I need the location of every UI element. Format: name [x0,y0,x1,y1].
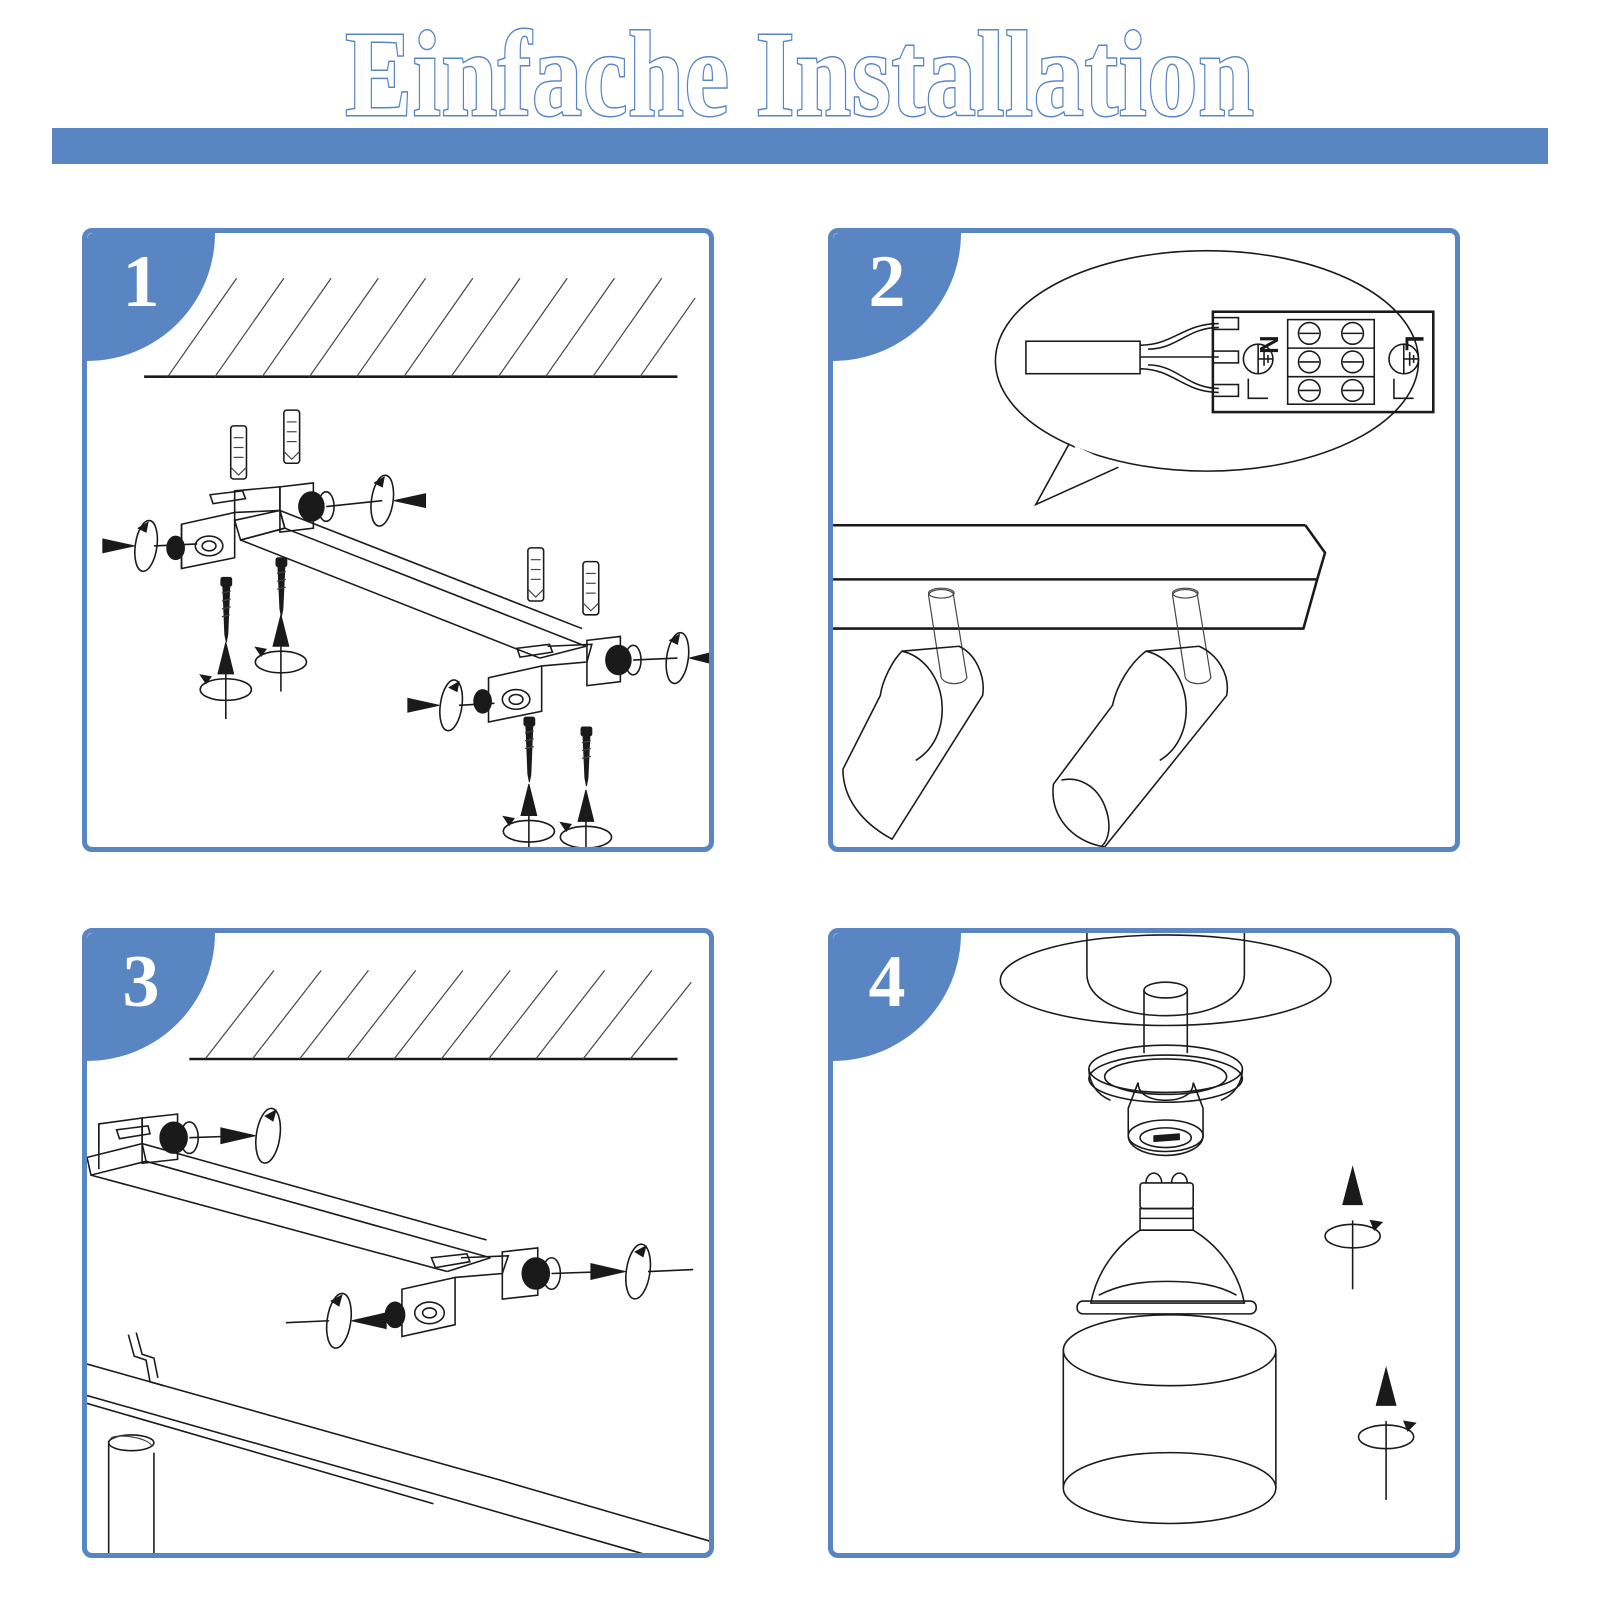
lamp-stem [1143,981,1189,1054]
step-3-illustration [87,970,709,1553]
ceiling-hatching [144,277,696,378]
step-2-illustration: N L [833,249,1435,847]
insertion-arrow-bulb [1324,1165,1384,1290]
lamp-holder-ring [1088,1044,1244,1104]
terminal-label-live-right [1393,378,1414,400]
mounted-light-base [833,523,1327,630]
step-panel-4: 4 [828,928,1460,1558]
step-panel-1: 1 [82,228,714,852]
step-badge-2: 2 [833,233,961,361]
terminal-screws [1297,321,1365,403]
spotlight-left [842,587,984,841]
title-accent-bar [52,128,1548,164]
terminal-label-neutral-right: L [1400,335,1428,351]
spotlight-heads [842,587,1229,847]
step-badge-1: 1 [87,233,215,361]
mounting-screws [220,557,593,787]
insertion-arrow [559,789,613,847]
callout-bubble [994,249,1420,507]
insertion-arrow [502,783,556,847]
step-panel-3: 3 [82,928,714,1558]
rotation-arrows [1324,1165,1417,1500]
step-number-1: 1 [122,241,160,323]
step-1-illustration [102,277,709,847]
earth-icon-left [1242,343,1274,375]
earth-icon-right [1388,343,1420,375]
insertion-arrow [199,642,253,720]
rotation-arrows [102,474,709,847]
light-base-plate [87,1332,709,1553]
insertion-arrow [254,614,308,692]
terminal-label-live-left [1247,378,1268,400]
step-number-3: 3 [122,941,160,1023]
ceiling-hatching [189,970,692,1061]
cylinder-shade [1062,1314,1277,1525]
mounting-bar-bracket [87,1113,491,1273]
mounting-bar-bracket [166,482,587,659]
insertion-arrow-shade [1357,1366,1417,1500]
cable-with-three-wires [1025,322,1219,394]
step-panel-2: N L [828,228,1460,852]
step-number-4: 4 [868,941,906,1023]
mounting-bracket-right [473,635,678,723]
spotlight-right [1052,587,1229,847]
rotation-arrows [220,1107,694,1349]
ceiling-mount-disc [999,933,1332,1027]
wall-plug-anchors [229,409,600,616]
step-number-2: 2 [868,241,906,323]
gu10-bulb [1076,1172,1257,1315]
page-title: Einfache Installation [344,7,1255,142]
spotlight-arm-stub [107,1434,155,1553]
page-header: Einfache Installation [0,0,1600,190]
gu10-socket [1127,1082,1204,1157]
terminal-block: N L [1211,310,1435,414]
terminal-label-neutral-left: N [1254,335,1282,353]
mounting-bracket-right [384,1247,609,1338]
step-4-illustration [999,933,1417,1525]
